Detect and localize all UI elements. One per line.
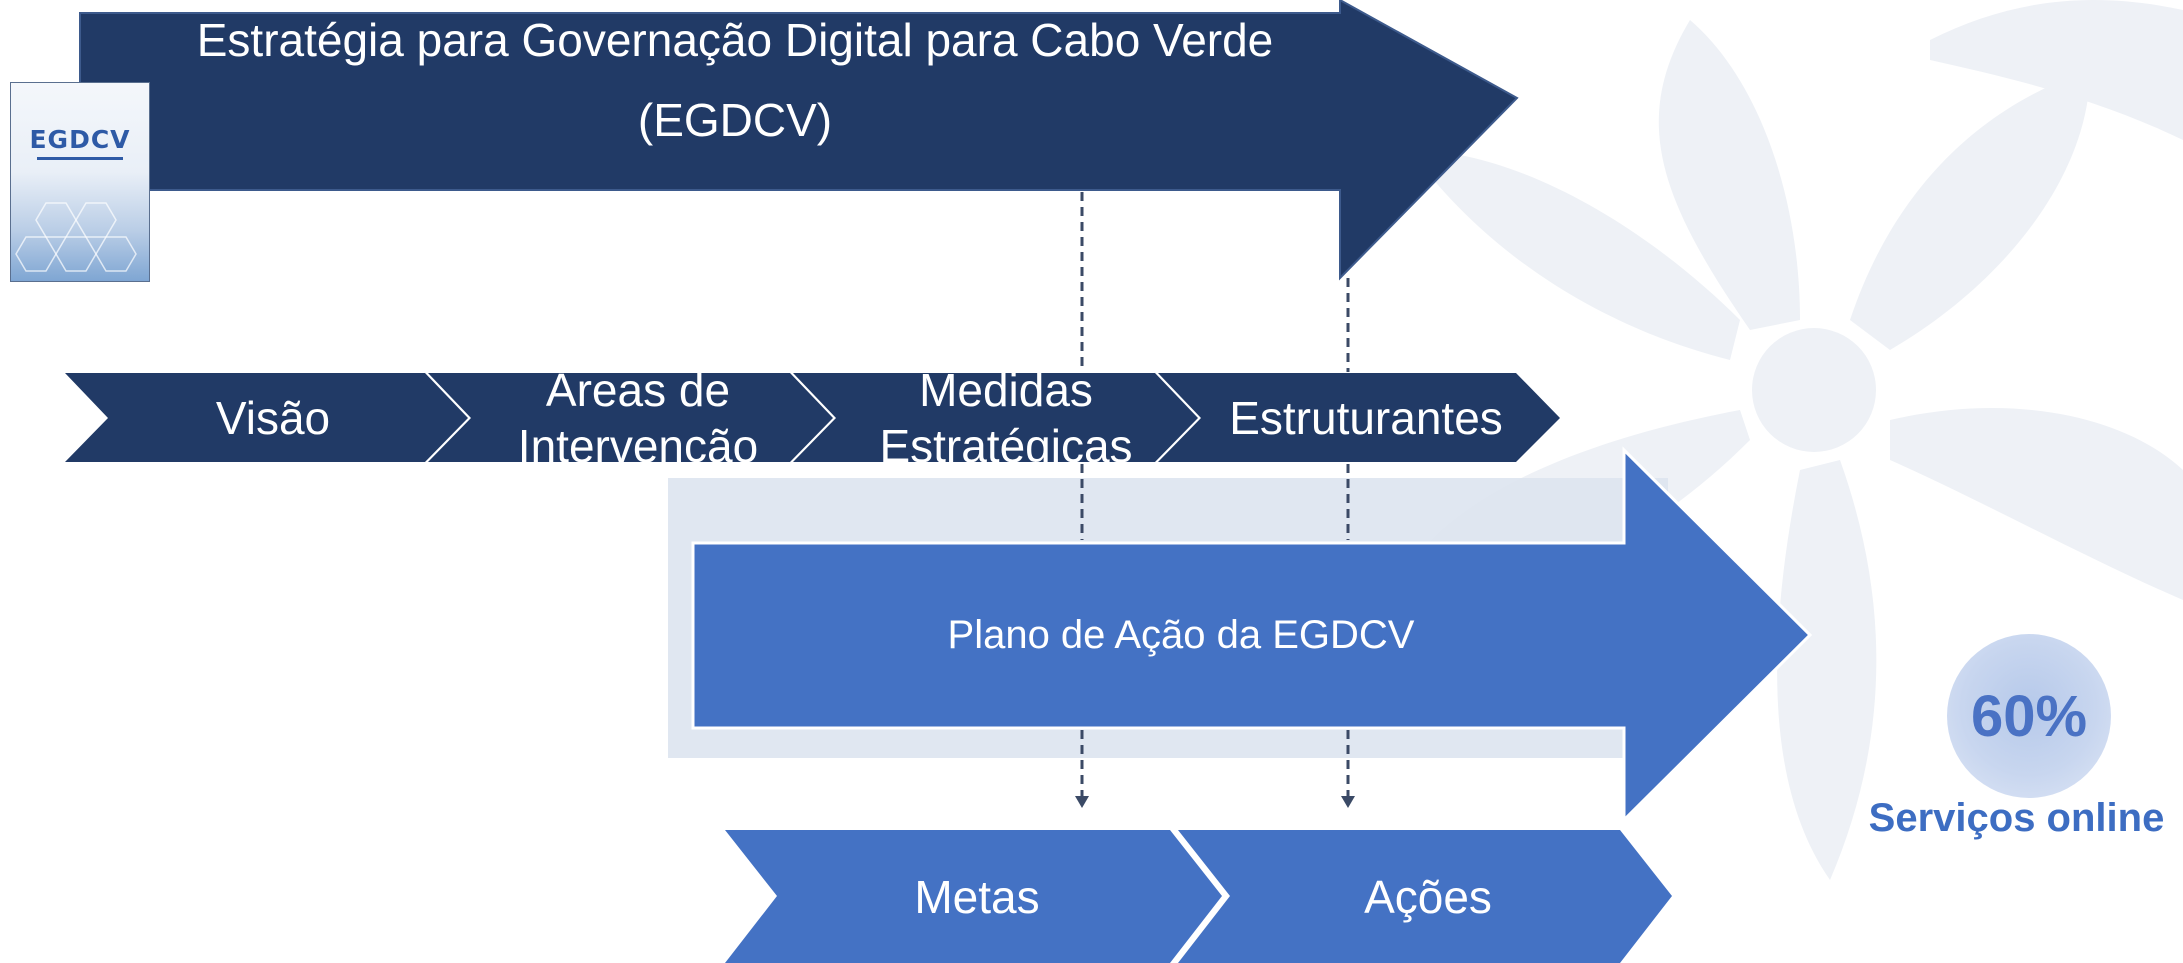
strategy-title: Estratégia para Governação Digital para …	[120, 10, 1350, 150]
chevron-acoes-label: Ações	[1364, 870, 1492, 923]
chevron-areas-label-line2: Intervenção	[517, 419, 759, 463]
document-logo-text: EGDCV	[29, 125, 131, 154]
action-plan-arrow	[691, 446, 1813, 824]
document-hexagon-pattern	[15, 202, 137, 272]
chevron-areas	[428, 373, 833, 462]
strategy-title-line2: (EGDCV)	[637, 94, 833, 146]
chevron-medidas-label: Medidas Estratégicas	[836, 373, 1176, 462]
watermark-emblem	[1390, 0, 2183, 880]
chevron-areas-label: Áreas de Intervenção	[468, 373, 808, 462]
chevron-visao	[65, 373, 468, 462]
chevron-medidas	[793, 373, 1198, 462]
chevron-medidas-label-line2: Estratégicas	[879, 419, 1133, 463]
connector-left-arrowhead	[1075, 796, 1089, 808]
chevron-visao-label: Visão	[215, 391, 331, 444]
chevron-estruturantes-label: Estruturantes	[1229, 391, 1503, 444]
chevron-areas-label-line1: Áreas de	[545, 373, 731, 416]
stat-circle: 60%	[1947, 634, 2111, 798]
strategy-title-line1: Estratégia para Governação Digital para …	[196, 14, 1274, 66]
action-plan-label: Plano de Ação da EGDCV	[947, 613, 1415, 657]
chevron-metas-label: Metas	[914, 870, 1040, 923]
chevron-metas	[725, 830, 1222, 963]
connector-right-arrowhead	[1341, 796, 1355, 808]
chevron-estruturantes	[1158, 373, 1560, 462]
title-arrow	[79, 0, 1519, 281]
strategy-document-thumbnail: EGDCV	[10, 82, 150, 282]
chevron-medidas-label-line1: Medidas	[919, 373, 1093, 416]
stat-value: 60%	[1970, 683, 2088, 749]
document-logo-underline	[37, 157, 123, 160]
chevron-acoes	[1178, 830, 1672, 963]
stat-label: Serviços online	[1868, 796, 2165, 840]
